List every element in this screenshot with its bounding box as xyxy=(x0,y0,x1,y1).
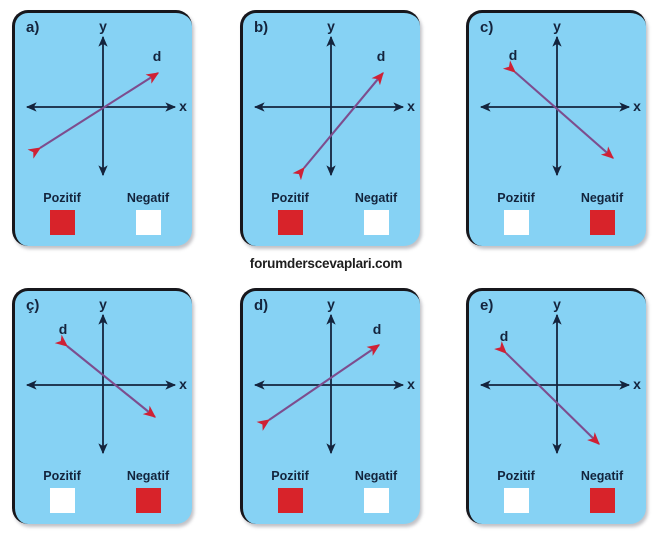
coordinate-plane: x y d xyxy=(25,18,187,177)
choice-positive[interactable]: Pozitif xyxy=(27,191,97,235)
choice-label-negative: Negatif xyxy=(580,191,624,205)
choice-swatch-positive[interactable] xyxy=(49,488,75,513)
choice-label-positive: Pozitif xyxy=(43,191,81,205)
choice-swatch-positive[interactable] xyxy=(503,488,529,513)
watermark: forumderscevaplari.com xyxy=(249,256,403,271)
y-axis-label: y xyxy=(327,296,335,312)
panel-letter-label: e) xyxy=(480,297,494,314)
coordinate-plane: x y d xyxy=(25,296,187,455)
line-d-label: d xyxy=(153,48,162,64)
choice-negative[interactable]: Negatif xyxy=(113,191,183,235)
y-axis-label: y xyxy=(327,18,335,34)
choice-label-negative: Negatif xyxy=(126,191,170,205)
coordinate-plane: x y d xyxy=(479,18,641,177)
choice-label-negative: Negatif xyxy=(354,191,398,205)
choice-swatch-negative[interactable] xyxy=(363,210,389,235)
line-d xyxy=(27,72,160,159)
answer-choices: Pozitif Negatif xyxy=(469,469,646,524)
coordinate-plane: x y d xyxy=(479,296,641,455)
choice-label-positive: Pozitif xyxy=(271,191,309,205)
panel-letter-label: c) xyxy=(480,19,494,36)
choice-positive[interactable]: Pozitif xyxy=(255,191,325,235)
line-d xyxy=(494,341,600,445)
answer-choices: Pozitif Negatif xyxy=(243,469,420,524)
panel-letter-label: d) xyxy=(254,297,269,314)
coordinate-plane: x y d xyxy=(253,18,415,181)
answer-choices: Pozitif Negatif xyxy=(469,191,646,246)
x-axis-label: x xyxy=(179,376,187,392)
choice-swatch-negative[interactable] xyxy=(363,488,389,513)
y-axis-label: y xyxy=(553,18,561,34)
panel-letter-label: b) xyxy=(254,19,269,36)
choice-negative[interactable]: Negatif xyxy=(113,469,183,513)
choice-positive[interactable]: Pozitif xyxy=(481,191,551,235)
line-d xyxy=(256,344,381,431)
choice-swatch-positive[interactable] xyxy=(277,210,303,235)
choice-positive[interactable]: Pozitif xyxy=(27,469,97,513)
line-d xyxy=(292,72,384,181)
choice-swatch-positive[interactable] xyxy=(277,488,303,513)
choice-swatch-negative[interactable] xyxy=(589,488,615,513)
line-d-label: d xyxy=(500,328,509,344)
line-d-label: d xyxy=(509,47,518,63)
answer-choices: Pozitif Negatif xyxy=(15,191,192,246)
y-axis-label: y xyxy=(99,18,107,34)
y-axis-label: y xyxy=(553,296,561,312)
y-axis-label: y xyxy=(99,296,107,312)
line-d-label: d xyxy=(59,321,68,337)
coordinate-plane: x y d xyxy=(253,296,415,455)
choice-positive[interactable]: Pozitif xyxy=(481,469,551,513)
choice-swatch-positive[interactable] xyxy=(49,210,75,235)
answer-choices: Pozitif Negatif xyxy=(243,191,420,246)
line-d-label: d xyxy=(373,321,382,337)
choice-negative[interactable]: Negatif xyxy=(567,469,637,513)
choice-negative[interactable]: Negatif xyxy=(567,191,637,235)
line-d xyxy=(502,60,614,159)
choice-negative[interactable]: Negatif xyxy=(341,469,411,513)
x-axis-label: x xyxy=(407,98,415,114)
choice-label-positive: Pozitif xyxy=(497,191,535,205)
answer-choices: Pozitif Negatif xyxy=(15,469,192,524)
choice-positive[interactable]: Pozitif xyxy=(255,469,325,513)
choice-label-negative: Negatif xyxy=(354,469,398,483)
choice-swatch-positive[interactable] xyxy=(503,210,529,235)
x-axis-label: x xyxy=(179,98,187,114)
choice-swatch-negative[interactable] xyxy=(135,488,161,513)
choice-label-negative: Negatif xyxy=(126,469,170,483)
x-axis-label: x xyxy=(633,376,641,392)
panel-letter-label: a) xyxy=(26,19,40,36)
choice-negative[interactable]: Negatif xyxy=(341,191,411,235)
choice-label-positive: Pozitif xyxy=(43,469,81,483)
choice-label-positive: Pozitif xyxy=(497,469,535,483)
line-d xyxy=(54,334,156,418)
choice-label-negative: Negatif xyxy=(580,469,624,483)
choice-label-positive: Pozitif xyxy=(271,469,309,483)
choice-swatch-negative[interactable] xyxy=(135,210,161,235)
x-axis-label: x xyxy=(407,376,415,392)
panel-letter-label: ç) xyxy=(26,297,40,314)
choice-swatch-negative[interactable] xyxy=(589,210,615,235)
line-d-label: d xyxy=(377,48,386,64)
x-axis-label: x xyxy=(633,98,641,114)
